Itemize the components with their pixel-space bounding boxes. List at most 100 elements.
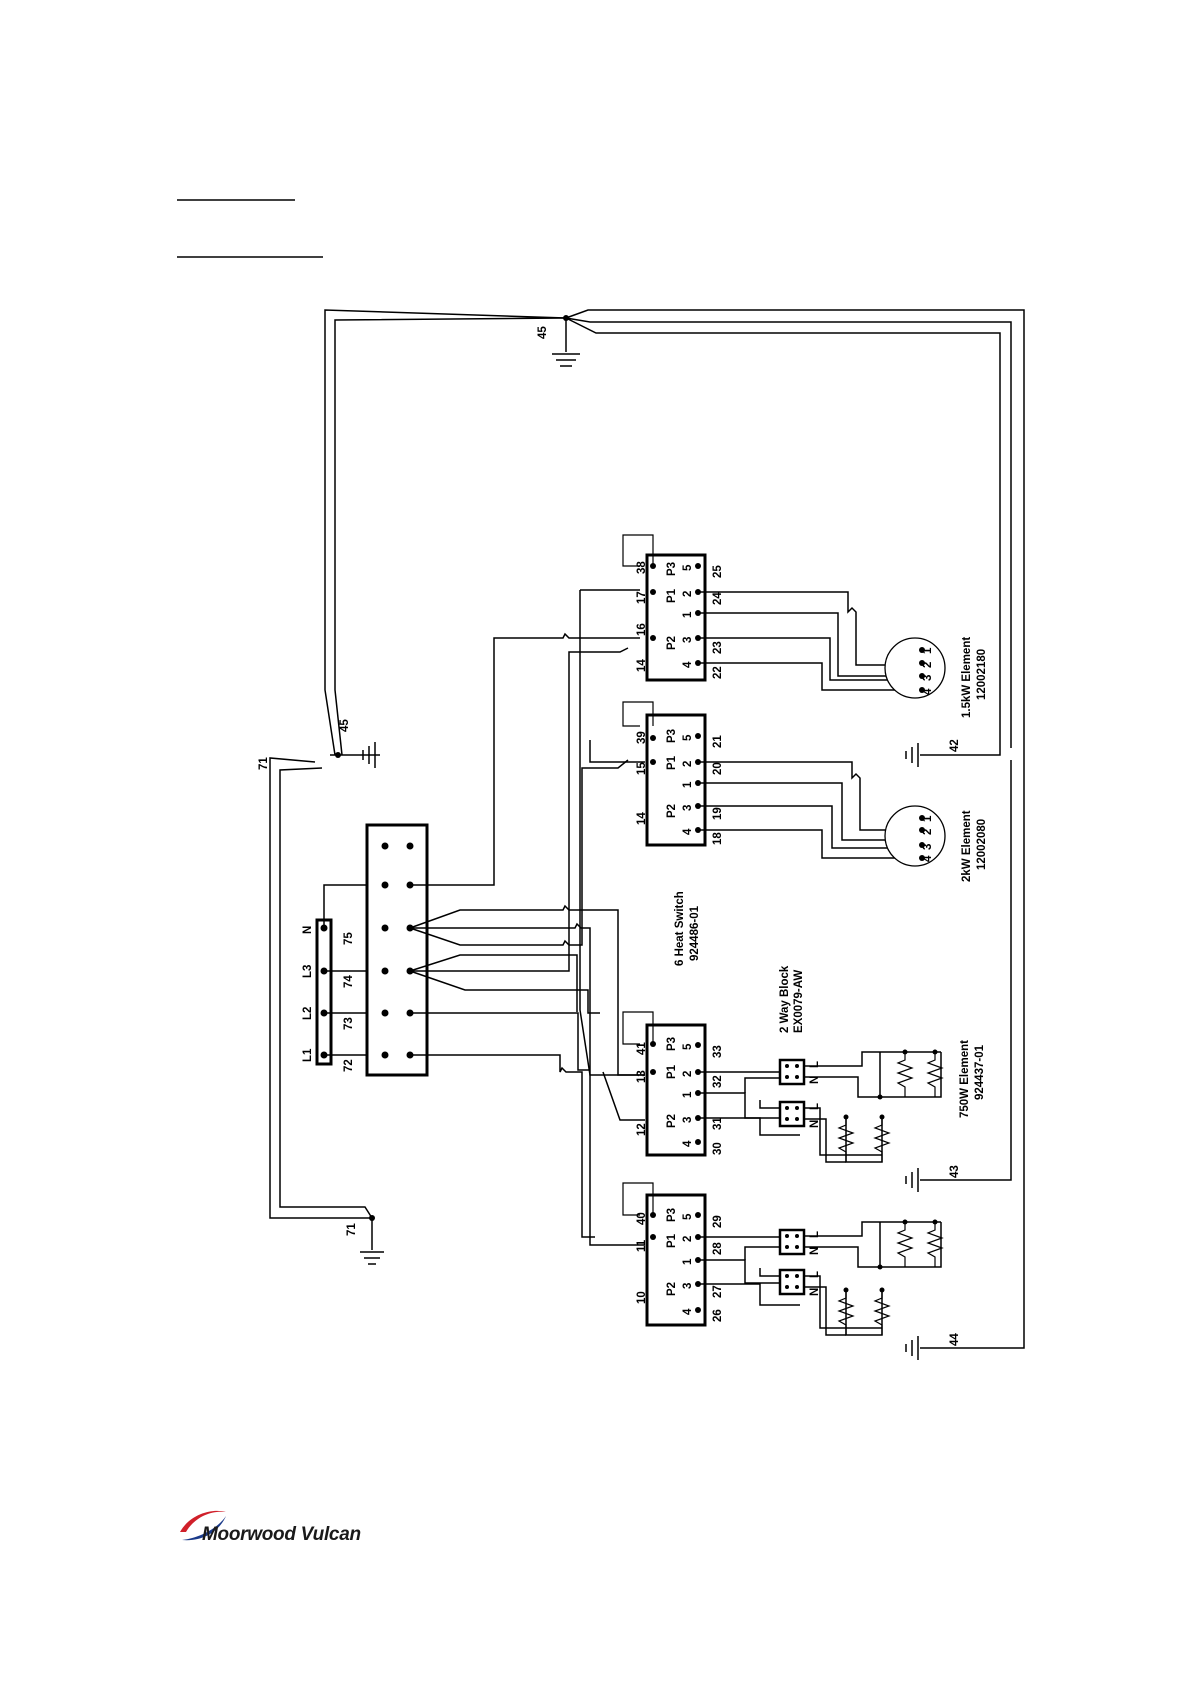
- logo-swoosh-red: [180, 1510, 226, 1532]
- diagram-label: N: [809, 1247, 821, 1255]
- diagram-label: P3: [666, 1208, 678, 1222]
- diagram-label: 38: [636, 561, 648, 574]
- earth-label-mid: 45: [339, 719, 351, 732]
- earth-symbol-42: 42: [905, 739, 961, 767]
- diagram-label: 40: [636, 1212, 648, 1225]
- diagram-label: 1: [922, 647, 934, 654]
- element-1-connector: 1 2 3 4 1.5kW Element 12002180: [884, 637, 988, 718]
- diagram-label: 30: [712, 1142, 724, 1155]
- diagram-label: 4: [682, 1308, 694, 1315]
- diagram-label: P3: [666, 562, 678, 576]
- diagram-label: 44: [949, 1333, 961, 1346]
- diagram-label: P1: [666, 1233, 678, 1248]
- diagram-label: N: [809, 1120, 821, 1128]
- diagram-label: 39: [636, 731, 648, 744]
- diagram-label: L: [809, 1103, 821, 1110]
- logo-swoosh-blue: [182, 1516, 226, 1541]
- diagram-label: 5: [682, 1213, 694, 1220]
- element-1-part: 12002180: [976, 649, 988, 700]
- diagram-label: 41: [636, 1042, 648, 1055]
- phase-n-label: N: [302, 926, 314, 934]
- diagram-label: P2: [666, 636, 678, 650]
- diagram-label: 3: [682, 1283, 694, 1289]
- diagram-label: 42: [949, 739, 961, 752]
- diagram-label: 21: [712, 735, 724, 748]
- diagram-label: 3: [922, 844, 934, 850]
- switch-module-2: P3 P1 P2 5 2 1 3 4 39 15 14 21 20 19 18: [622, 701, 724, 847]
- diagram-label: 18: [712, 832, 724, 845]
- earth-label-71a: 71: [258, 757, 270, 770]
- switch-module-3: P3 P1 P2 5 2 1 3 4 41 13 12 33 32 31 30: [622, 1011, 724, 1157]
- diagram-label: 17: [636, 591, 648, 604]
- earth-symbol-left: 71: [346, 1215, 384, 1265]
- block-output-wires: [409, 589, 645, 1246]
- element-1-wiring: [698, 591, 922, 691]
- block-set-4: L N L N: [698, 1221, 942, 1336]
- earth-label-71b: 71: [346, 1223, 358, 1236]
- earth-symbol-43: 43: [905, 1165, 961, 1192]
- diagram-label: 14: [636, 812, 648, 825]
- diagram-label: 2: [922, 829, 934, 835]
- diagram-label: 19: [712, 807, 724, 820]
- earth-label-top: 45: [537, 326, 549, 339]
- main-terminal-block: [365, 823, 429, 1077]
- heater-resistors-4: [837, 1219, 944, 1335]
- diagram-label: 4: [922, 855, 934, 862]
- diagram-label: 11: [636, 1239, 648, 1252]
- element-2-wiring: [698, 761, 922, 859]
- diagram-label: 1: [682, 611, 694, 618]
- block-set-3: L N L N: [698, 1051, 942, 1163]
- diagram-label: 2: [682, 591, 694, 597]
- diagram-label: L: [809, 1231, 821, 1238]
- diagram-label: 12: [636, 1123, 648, 1136]
- diagram-label: P3: [666, 729, 678, 743]
- diagram-label: 4: [922, 688, 934, 695]
- diagram-label: 5: [682, 734, 694, 741]
- diagram-label: 15: [636, 762, 648, 775]
- element-2-connector: 1 2 3 4 2kW Element 12002080: [884, 805, 988, 882]
- heater-resistors-3: 750W Element 924437-01: [837, 1040, 986, 1162]
- diagram-label: 3: [682, 805, 694, 811]
- element-2-part: 12002080: [976, 819, 988, 870]
- diagram-label: P2: [666, 1114, 678, 1128]
- diagram-label: 33: [712, 1045, 724, 1058]
- diagram-label: 14: [636, 659, 648, 672]
- diagram-label: 5: [682, 1043, 694, 1050]
- diagram-label: 16: [636, 623, 648, 636]
- diagram-label: 1: [682, 1258, 694, 1265]
- diagram-label: 20: [712, 762, 724, 775]
- phase-l1-label: L1: [302, 1048, 314, 1062]
- diagram-label: 5: [682, 564, 694, 571]
- phase-l3-label: L3: [302, 965, 314, 978]
- diagram-label: N: [809, 1076, 821, 1084]
- diagram-label: N: [809, 1288, 821, 1296]
- diagram-label: 2: [922, 662, 934, 668]
- earth-harness: [324, 309, 1025, 1349]
- brand-name: Moorwood Vulcan: [202, 1524, 361, 1545]
- diagram-label: P3: [666, 1037, 678, 1051]
- wire-72-label: 72: [343, 1059, 355, 1072]
- diagram-label: 31: [712, 1117, 724, 1130]
- wire-74-label: 74: [343, 975, 355, 988]
- block-name-label: 2 Way Block: [779, 965, 791, 1033]
- diagram-label: 10: [636, 1291, 648, 1304]
- diagram-label: 3: [682, 637, 694, 643]
- diagram-label: 43: [949, 1165, 961, 1178]
- block-part-label: EX0079-AW: [793, 970, 805, 1033]
- diagram-label: 22: [712, 666, 724, 679]
- diagram-label: 1: [682, 1091, 694, 1098]
- diagram-label: 28: [712, 1242, 724, 1255]
- switch-part-label: 924486-01: [689, 905, 701, 961]
- diagram-label: 32: [712, 1075, 724, 1088]
- diagram-label: 13: [636, 1070, 648, 1083]
- diagram-label: 1: [682, 781, 694, 788]
- diagram-label: 1: [922, 815, 934, 822]
- earth-symbol-top: 45: [537, 326, 580, 367]
- diagram-label: P2: [666, 1282, 678, 1296]
- element-3-name: 750W Element: [959, 1040, 971, 1118]
- diagram-label: 2: [682, 761, 694, 767]
- diagram-label: 3: [922, 675, 934, 681]
- diagram-label: 4: [682, 661, 694, 668]
